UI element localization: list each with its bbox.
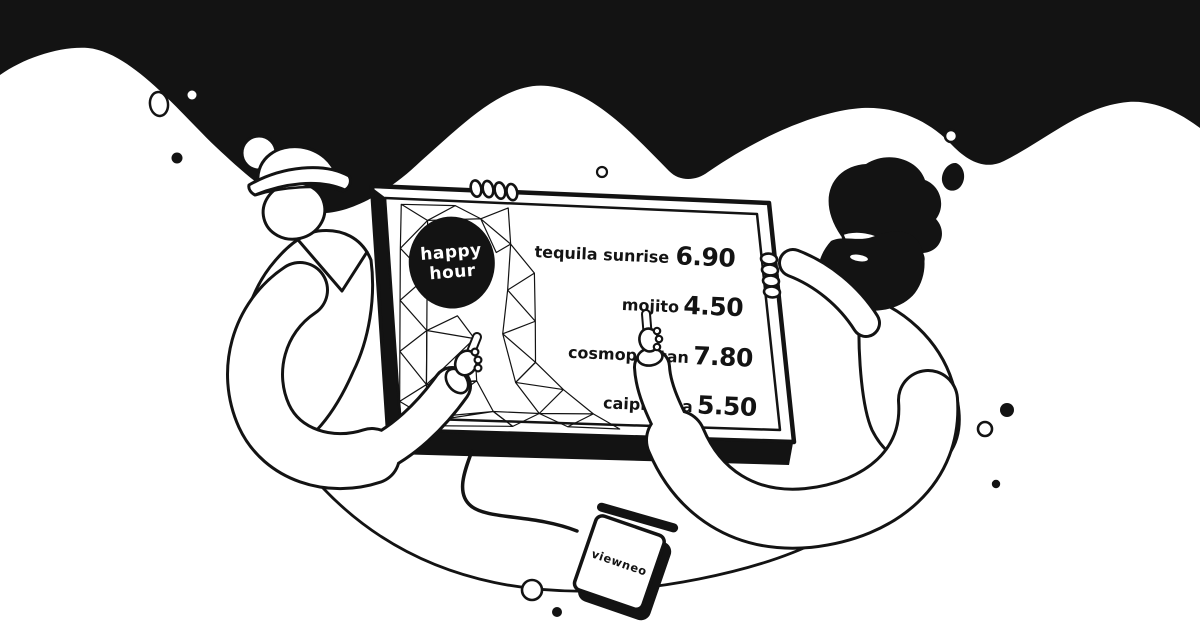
badge-line-1: happy bbox=[420, 240, 483, 265]
menu-item-price: 7.80 bbox=[693, 341, 754, 373]
menu-item-name: mojito bbox=[621, 295, 679, 316]
deco-circle-right bbox=[943, 128, 959, 144]
menu-row: tequila sunrise 6.90 bbox=[534, 241, 736, 273]
forearm-fill bbox=[351, 369, 469, 475]
left-pointing-arm bbox=[226, 261, 483, 491]
ink-wave bbox=[0, 0, 1200, 214]
cap-visor bbox=[247, 166, 352, 197]
power-cable bbox=[460, 449, 579, 533]
grip-arm-fill bbox=[781, 251, 878, 335]
deco-circle-bottom bbox=[520, 578, 544, 602]
menu-row: mojito 4.50 bbox=[621, 291, 744, 323]
gripping-fingers-top bbox=[469, 179, 519, 202]
mouth bbox=[850, 254, 868, 262]
board-left-depth bbox=[374, 189, 400, 427]
menu-item-price: 4.50 bbox=[683, 291, 744, 323]
arm-loop-fill bbox=[648, 372, 957, 547]
menu-item-price: 5.50 bbox=[696, 390, 757, 422]
right-person bbox=[778, 157, 961, 466]
deco-teardrop bbox=[941, 162, 965, 191]
pointing-hand-left bbox=[453, 332, 483, 377]
menu-item-price: 6.90 bbox=[675, 241, 736, 273]
happy-hour-badge: happy hour bbox=[408, 216, 495, 309]
wave-shape bbox=[0, 0, 1200, 214]
wrist-fill bbox=[636, 351, 694, 454]
player-lid bbox=[597, 502, 679, 533]
deco-dots-right bbox=[976, 403, 1014, 489]
deco-oval-outline bbox=[148, 90, 170, 118]
player-face bbox=[572, 514, 666, 612]
pointing-hand-right bbox=[638, 309, 664, 353]
collar-v bbox=[297, 239, 369, 293]
upper-arm-fill bbox=[229, 264, 398, 488]
deco-white-dot bbox=[187, 90, 197, 100]
gripping-fingers-right bbox=[759, 252, 782, 299]
cap-visor-line bbox=[254, 185, 345, 197]
deco-circle-outline bbox=[976, 420, 994, 438]
board-inner-frame bbox=[383, 196, 782, 432]
right-pointing-arm bbox=[633, 309, 960, 550]
badge-circle bbox=[408, 216, 495, 309]
deco-dot-small bbox=[991, 479, 1001, 489]
deco-dot-filled bbox=[1000, 403, 1014, 417]
badge-line-2: hour bbox=[429, 261, 477, 285]
deco-dot-bottom bbox=[552, 607, 562, 617]
deco-black-dot bbox=[171, 152, 183, 164]
deco-circle-above-board bbox=[595, 165, 609, 179]
viewneo-player: viewneo bbox=[572, 502, 679, 621]
